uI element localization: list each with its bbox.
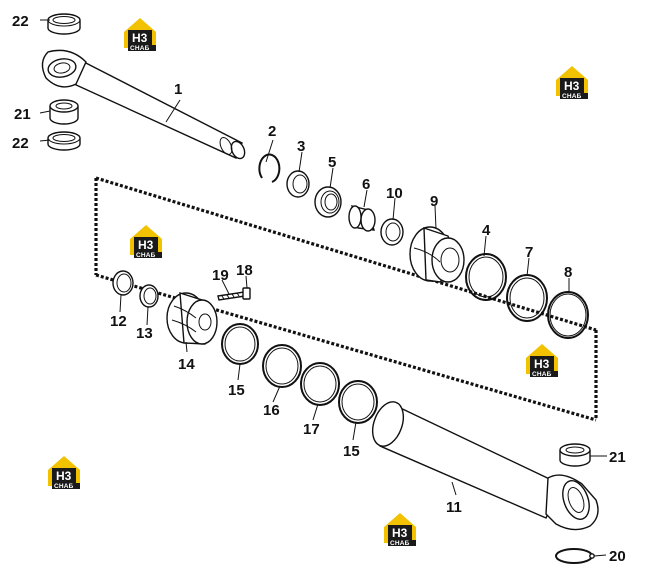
- assembly-dash-bottom: [95, 273, 597, 422]
- svg-text:СНАБ: СНАБ: [532, 371, 552, 378]
- svg-text:СНАБ: СНАБ: [136, 252, 156, 259]
- label-part-2: 2: [268, 123, 276, 140]
- label-part-7: 7: [525, 244, 533, 261]
- label-part-6: 6: [362, 176, 370, 193]
- svg-text:СНАБ: СНАБ: [562, 93, 582, 100]
- label-part-13: 13: [136, 325, 153, 342]
- label-part-1: 1: [174, 81, 182, 98]
- ring-8: [547, 291, 589, 339]
- sleeve-6: [348, 205, 376, 232]
- gland-14: [166, 292, 218, 345]
- label-part-15-left: 15: [228, 382, 245, 399]
- label-part-12: 12: [110, 313, 127, 330]
- logo-2: H3 СНАБ: [556, 66, 588, 100]
- logo-4: H3 СНАБ: [526, 344, 558, 378]
- o-ring-10: [380, 218, 404, 246]
- logo-6: H3 СНАБ: [384, 513, 416, 547]
- svg-text:H3: H3: [564, 79, 580, 93]
- label-part-19: 19: [212, 267, 229, 284]
- label-part-15-right: 15: [343, 443, 360, 460]
- label-part-9: 9: [430, 193, 438, 210]
- snap-ring-2: [258, 153, 281, 183]
- logo-1: H3 СНАБ: [124, 18, 156, 52]
- svg-text:H3: H3: [392, 526, 408, 540]
- label-part-11: 11: [446, 499, 462, 516]
- ring-15-left: [221, 323, 259, 365]
- svg-text:СНАБ: СНАБ: [54, 483, 74, 490]
- label-part-5: 5: [328, 154, 336, 171]
- label-part-10: 10: [386, 185, 403, 202]
- snap-ring-20: [555, 548, 595, 564]
- cylinder-tube-11: [371, 401, 599, 531]
- ring-15-right: [338, 380, 378, 424]
- ring-13: [139, 284, 159, 308]
- logo-5: H3 СНАБ: [48, 456, 80, 490]
- svg-text:H3: H3: [138, 238, 154, 252]
- label-part-8: 8: [564, 264, 572, 281]
- bushing-21-right: [559, 443, 591, 467]
- piston-rod: [41, 49, 246, 160]
- seal-ring-22-top: [47, 13, 81, 35]
- ring-4: [465, 253, 507, 301]
- label-part-4: 4: [482, 222, 491, 239]
- svg-text:СНАБ: СНАБ: [130, 45, 150, 52]
- assembly-dash-top: [95, 176, 597, 332]
- seal-ring-22-bottom: [47, 131, 81, 151]
- logo-3: H3 СНАБ: [130, 225, 162, 259]
- ring-3: [286, 170, 310, 198]
- label-part-22-top: 22: [12, 13, 29, 30]
- ring-17: [300, 362, 340, 406]
- svg-text:H3: H3: [56, 469, 72, 483]
- svg-text:СНАБ: СНАБ: [390, 540, 410, 547]
- label-part-16: 16: [263, 402, 280, 419]
- label-part-18: 18: [236, 262, 253, 279]
- piston-head-9: [409, 226, 465, 283]
- ring-16: [262, 344, 302, 388]
- svg-text:H3: H3: [132, 31, 148, 45]
- label-part-22-bottom: 22: [12, 135, 29, 152]
- screw-18-19: [217, 287, 251, 301]
- label-part-21-left: 21: [14, 106, 31, 123]
- label-part-21-right: 21: [609, 449, 626, 466]
- ring-7: [506, 274, 548, 322]
- label-part-3: 3: [297, 138, 305, 155]
- label-part-17: 17: [303, 421, 320, 438]
- label-part-14: 14: [178, 356, 195, 373]
- label-part-20: 20: [609, 548, 626, 565]
- ring-12: [112, 270, 134, 296]
- ring-5: [314, 186, 342, 218]
- bushing-21-left: [49, 99, 79, 125]
- svg-text:H3: H3: [534, 357, 550, 371]
